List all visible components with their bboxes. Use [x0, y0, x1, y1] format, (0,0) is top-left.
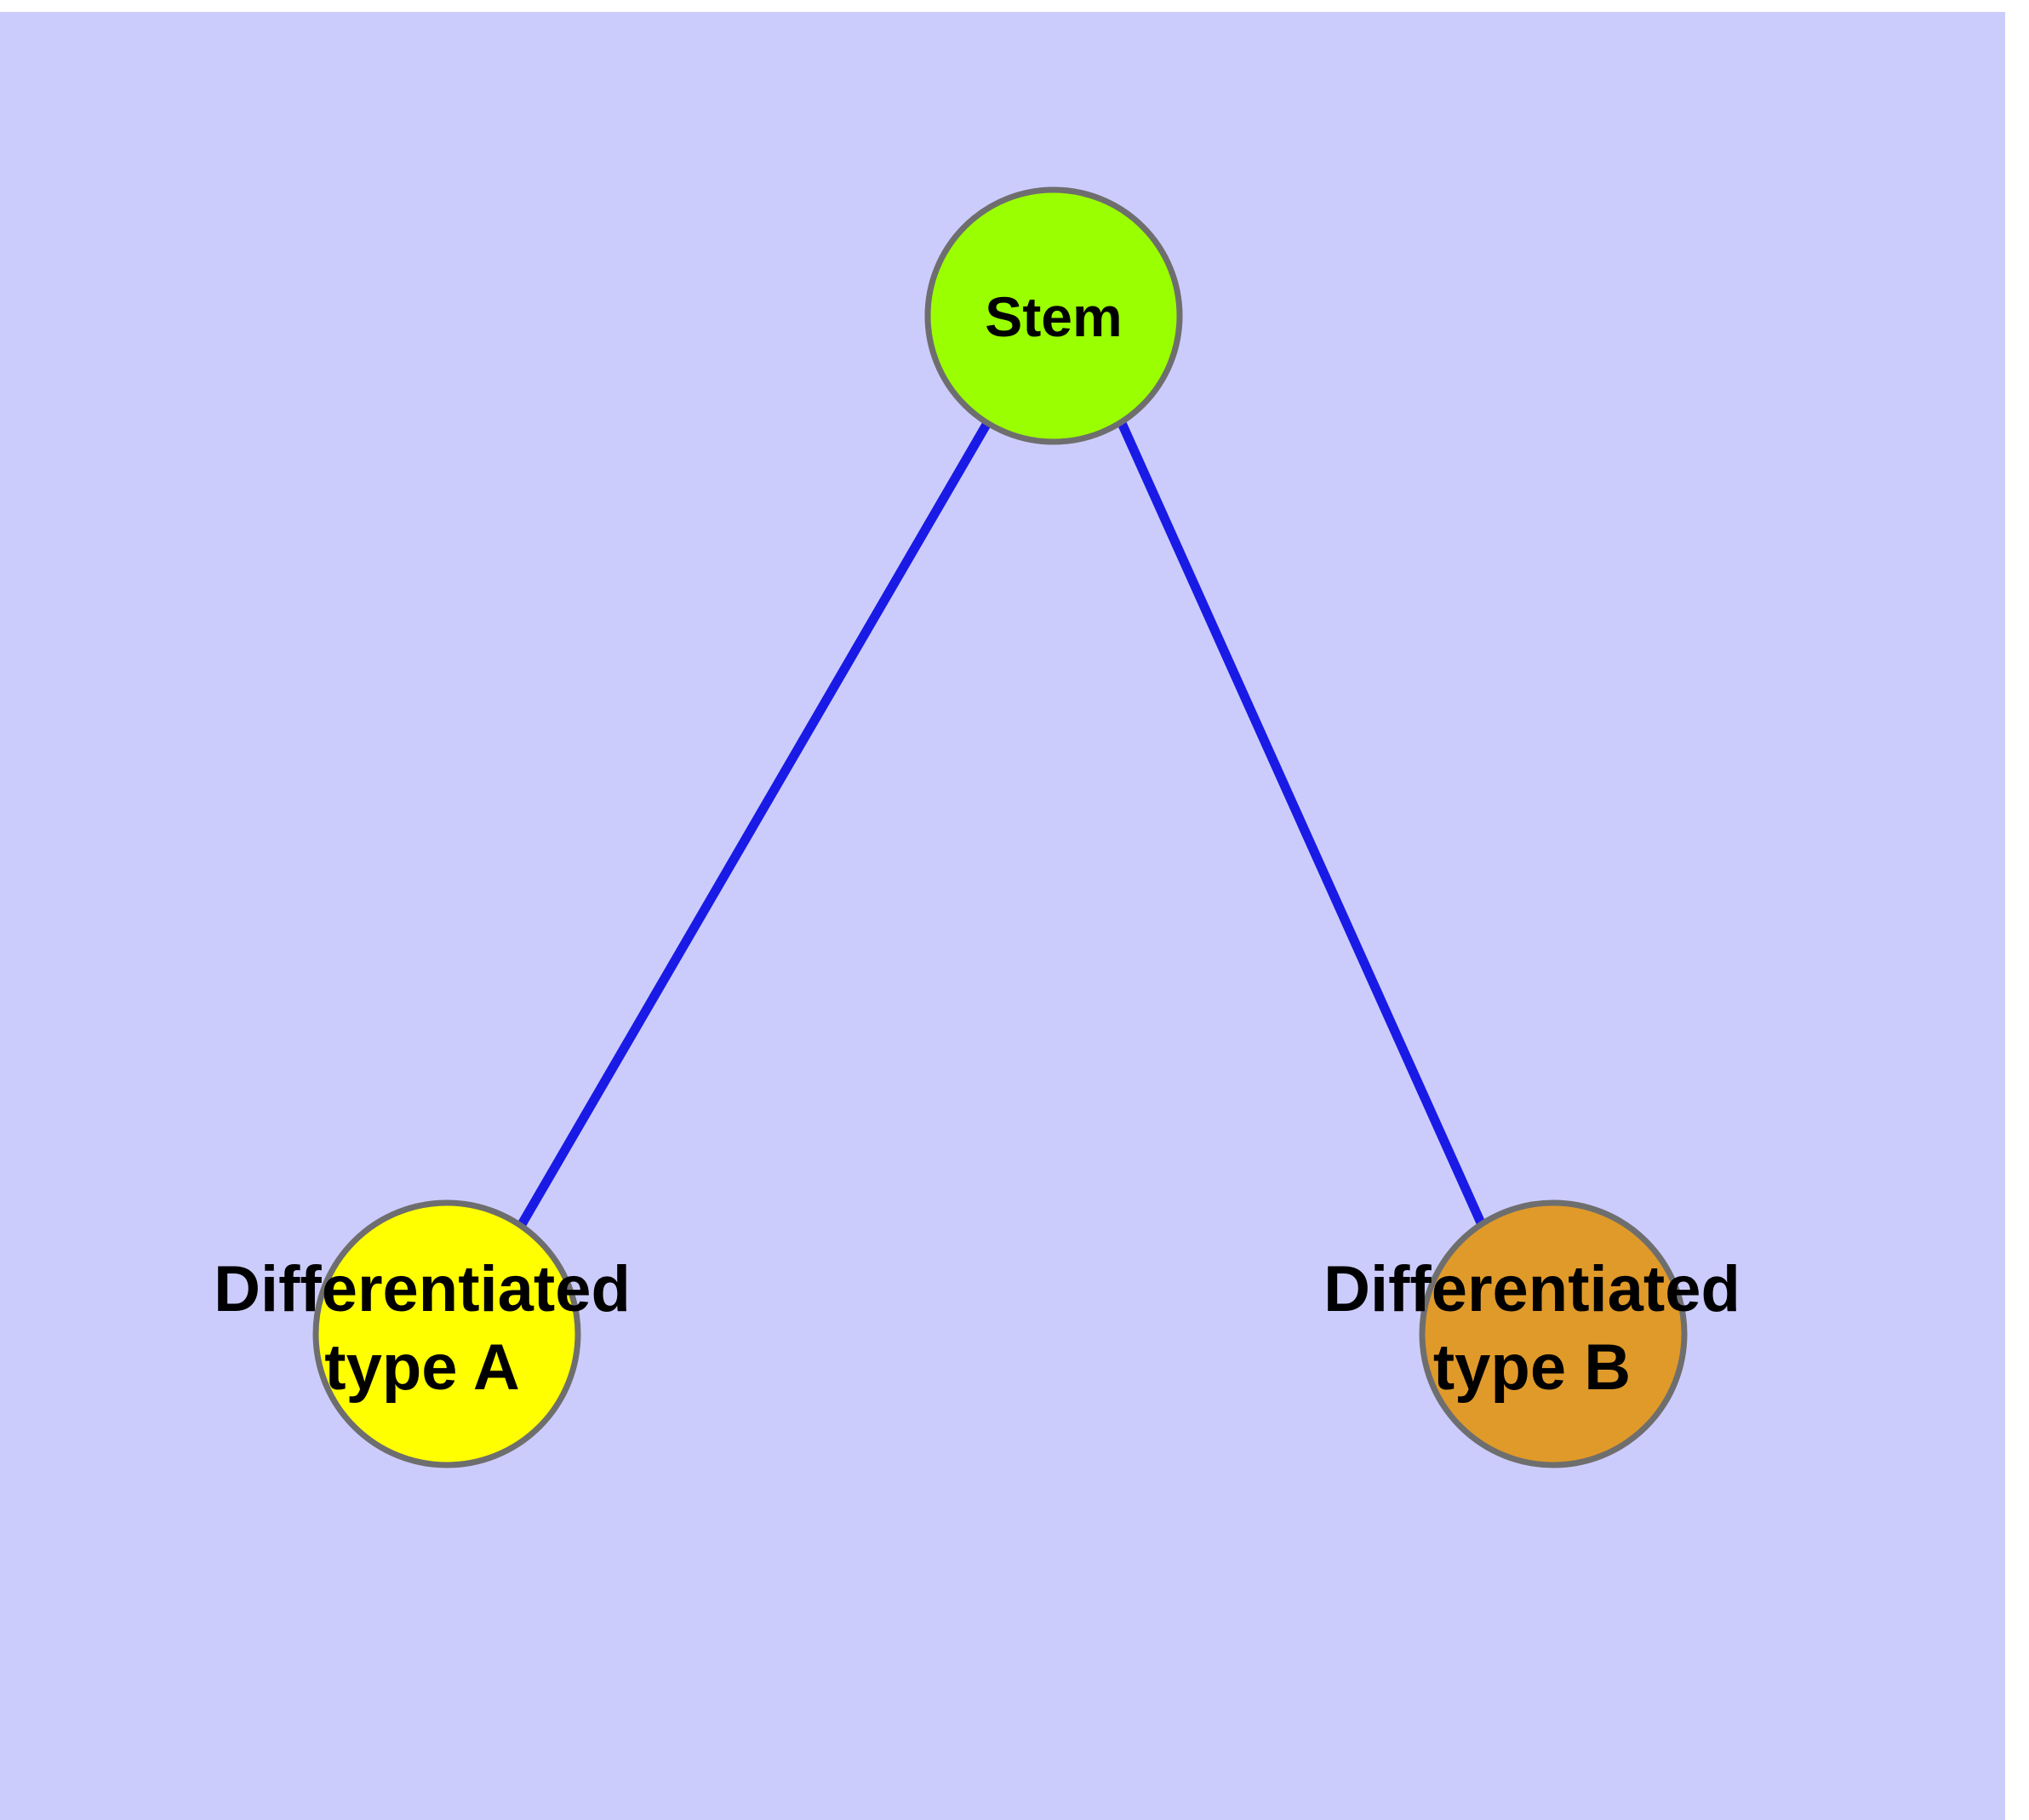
node-circle-diff-b[interactable]	[1419, 1199, 1688, 1468]
node-label-line: Differentiated	[214, 1253, 631, 1325]
node-label-line: Differentiated	[1323, 1253, 1740, 1325]
graph-node-stem[interactable]: Stem	[924, 186, 1183, 445]
edge-layer	[517, 421, 1488, 1229]
node-label-line: type B	[1433, 1331, 1631, 1404]
graph-edge-stem-to-diff-b[interactable]	[1117, 421, 1488, 1229]
node-label-line: Stem	[985, 285, 1122, 348]
node-circle-diff-a[interactable]	[312, 1199, 581, 1468]
node-label-line: type A	[324, 1331, 519, 1404]
node-label-stem: Stem	[985, 285, 1122, 348]
graph-edge-stem-to-diff-a[interactable]	[517, 421, 992, 1228]
node-circle-stem[interactable]	[924, 186, 1183, 445]
